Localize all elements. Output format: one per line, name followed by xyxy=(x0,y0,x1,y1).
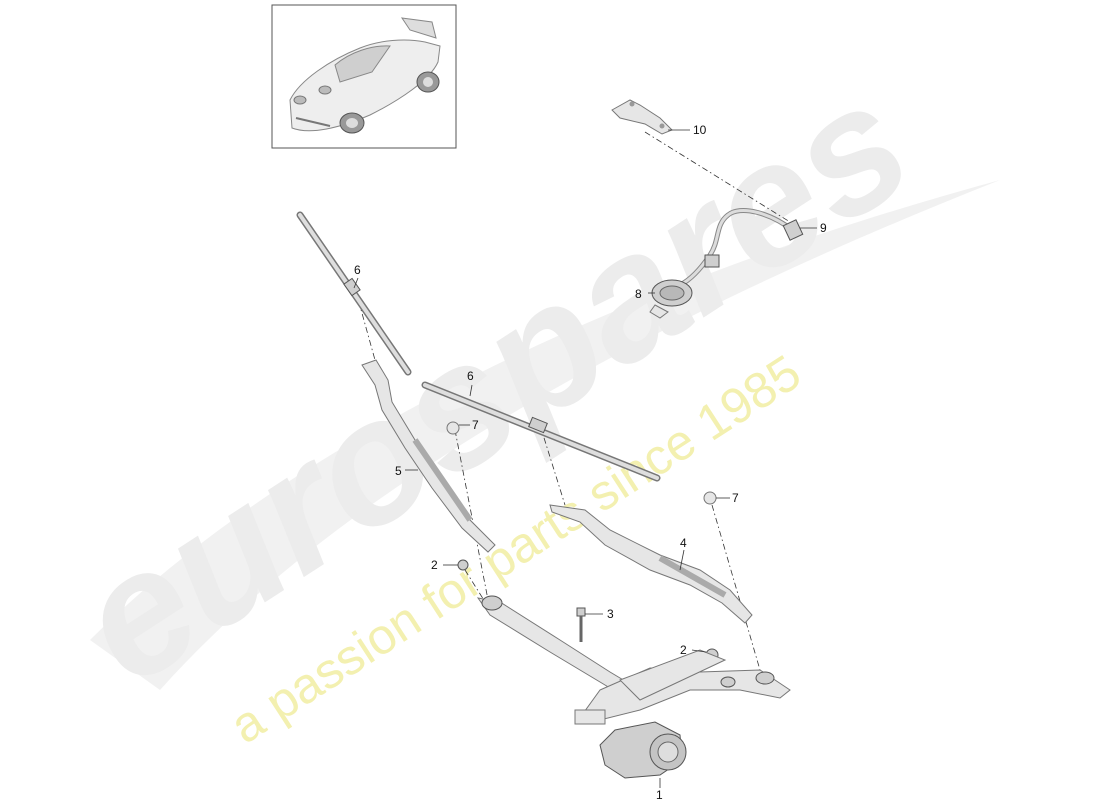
part-2-nut-upper xyxy=(457,559,469,571)
callout-7-lower: 7 xyxy=(732,491,739,505)
part-1-linkage-motor xyxy=(476,595,791,779)
assembly-lines xyxy=(354,131,791,671)
callout-1: 1 xyxy=(656,788,663,800)
callout-6-left: 6 xyxy=(354,263,361,277)
part-6-blade-right xyxy=(421,381,661,482)
callout-2-upper: 2 xyxy=(431,558,438,572)
watermark-swoosh xyxy=(90,180,1000,690)
callouts: 10 9 8 6 6 7 5 7 4 2 xyxy=(353,123,827,800)
callout-5: 5 xyxy=(395,464,402,478)
callout-6-right: 6 xyxy=(467,369,474,383)
part-7-cap-upper xyxy=(446,421,460,435)
part-6-blade-left xyxy=(296,211,412,376)
callout-10: 10 xyxy=(693,123,707,137)
callout-3: 3 xyxy=(607,607,614,621)
part-3-bolt xyxy=(576,607,586,642)
callout-7-upper: 7 xyxy=(472,418,479,432)
watermark: eurospares a passion for parts since 198… xyxy=(44,44,1000,754)
watermark-brand: eurospares xyxy=(44,44,942,721)
callout-9: 9 xyxy=(820,221,827,235)
part-10-bracket xyxy=(611,99,673,135)
callout-8: 8 xyxy=(635,287,642,301)
part-4-arm-right xyxy=(549,504,753,624)
car-thumbnail-illustration xyxy=(271,4,457,149)
part-9-hose xyxy=(678,208,804,288)
callout-4: 4 xyxy=(680,536,687,550)
part-7-cap-lower xyxy=(703,491,717,505)
callout-2-lower: 2 xyxy=(680,643,687,657)
part-5-arm-left xyxy=(361,359,496,553)
